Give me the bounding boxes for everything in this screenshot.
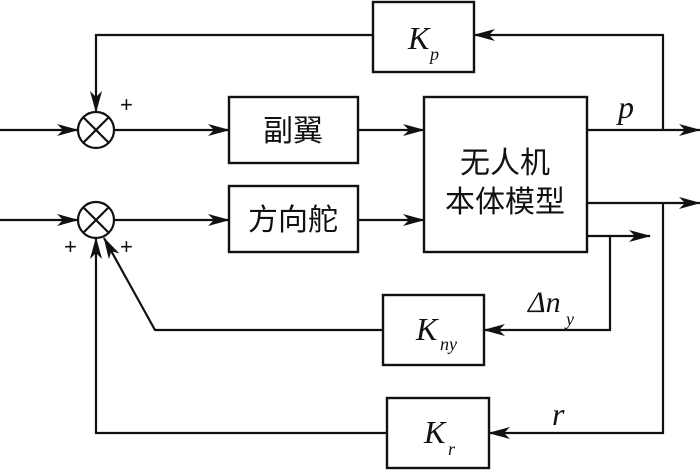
kny-to-sum2-path <box>103 237 383 332</box>
delta-ny-signal-subscript: y <box>564 309 574 329</box>
kny-gain-label: K <box>415 311 439 347</box>
kp-feedback-path <box>90 29 665 130</box>
kr-to-sum2-path <box>90 237 387 435</box>
r-feedback-path <box>488 203 665 439</box>
kny-gain-subscript: ny <box>440 334 457 354</box>
rudder-block: 方向舵 <box>227 184 360 254</box>
plant-label-line2: 本体模型 <box>445 185 565 220</box>
summing-junction-2 <box>76 200 116 240</box>
kp-gain-subscript: p <box>428 44 439 64</box>
uav-plant-model-block: 无人机 本体模型 <box>422 95 589 254</box>
sum1-plus-sign: + <box>120 92 133 117</box>
kr-gain-subscript: r <box>448 439 456 459</box>
summing-junction-1 <box>76 110 116 150</box>
sum2-plus-sign-left: + <box>64 234 77 259</box>
delta-ny-feedback-path <box>483 236 612 336</box>
kr-gain-label: K <box>423 414 447 450</box>
p-signal-label: p <box>616 89 634 125</box>
kp-gain-label: K <box>407 20 431 56</box>
kr-gain-block: K r <box>385 396 491 470</box>
plant-label-line1: 无人机 <box>460 146 550 181</box>
r-signal-label: r <box>552 396 565 432</box>
rudder-label: 方向舵 <box>248 203 338 238</box>
sum2-plus-sign-right: + <box>120 234 133 259</box>
delta-ny-signal-label: Δn <box>527 286 561 319</box>
aileron-block: 副翼 <box>227 95 360 165</box>
kp-gain-block: K p <box>371 0 476 74</box>
kny-gain-block: K ny <box>381 293 486 367</box>
aileron-label: 副翼 <box>263 114 323 149</box>
